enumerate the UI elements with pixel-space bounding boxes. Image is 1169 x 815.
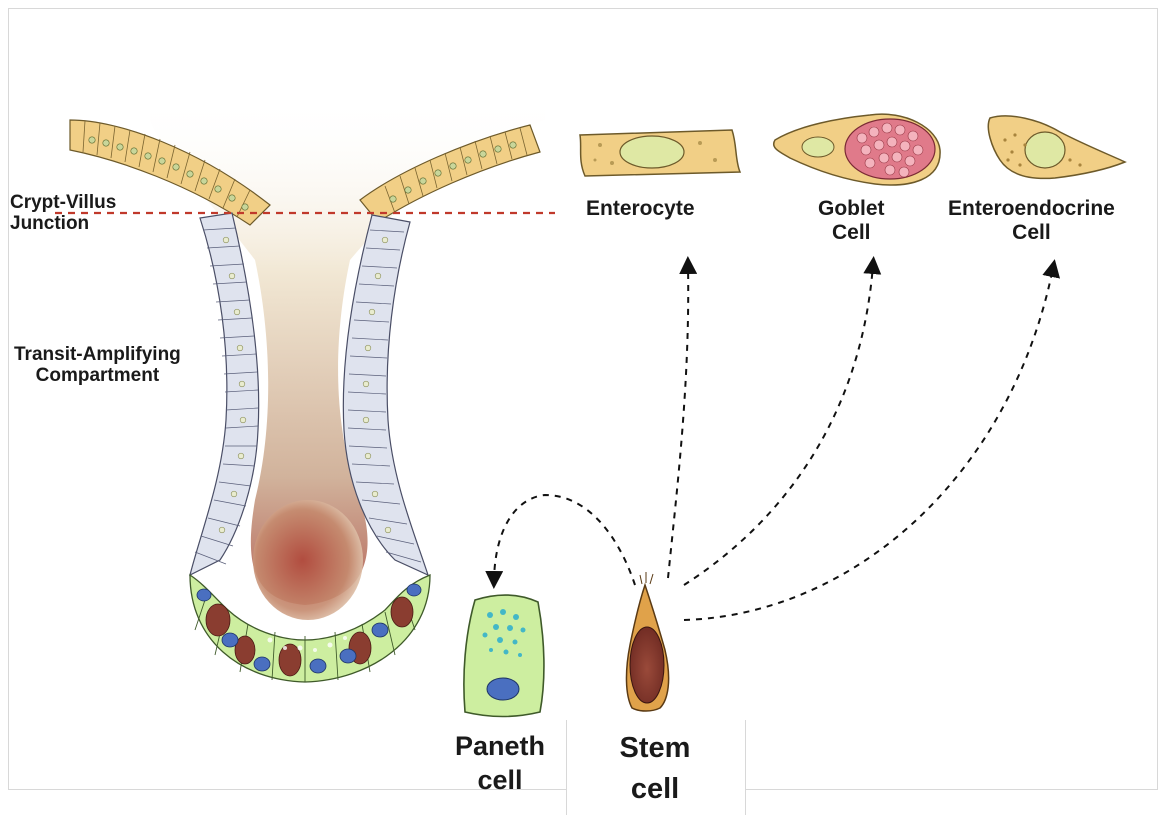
crypt-villus-junction-label: Crypt-Villus Junction	[10, 192, 116, 235]
arrow-to-enterocyte	[668, 265, 688, 578]
label-line: Transit-Amplifying	[14, 344, 181, 365]
goblet-label: Goblet Cell	[818, 197, 885, 244]
stem-label: Stem cell	[600, 728, 710, 809]
label-line: cell	[445, 764, 555, 798]
label-line: Stem	[600, 728, 710, 769]
stem-cell	[626, 572, 668, 711]
arrow-to-enteroendocrine	[684, 268, 1053, 620]
label-line: Paneth	[445, 730, 555, 764]
crypt-base-lumen	[253, 500, 363, 620]
label-line: cell	[600, 769, 710, 810]
transit-amplifying-label: Transit-Amplifying Compartment	[14, 344, 181, 387]
label-line: Enteroendocrine	[948, 197, 1115, 221]
label-line: Cell	[948, 221, 1115, 245]
label-line: Cell	[818, 221, 885, 245]
label-line: Junction	[10, 213, 116, 234]
crypt-wall-left	[190, 213, 259, 575]
paneth-cell	[464, 595, 544, 717]
goblet-cell	[774, 114, 940, 185]
label-line: Compartment	[14, 365, 181, 386]
paneth-label: Paneth cell	[445, 730, 555, 798]
enterocyte-label: Enterocyte	[586, 197, 695, 221]
enteroendocrine-cell	[988, 116, 1125, 178]
label-line: Goblet	[818, 197, 885, 221]
arrow-to-goblet	[684, 265, 873, 585]
arrow-to-paneth	[494, 495, 635, 585]
enterocyte-cell	[580, 130, 740, 176]
label-line: Crypt-Villus	[10, 192, 116, 213]
label-line: Enterocyte	[586, 197, 695, 221]
enteroendocrine-label: Enteroendocrine Cell	[948, 197, 1115, 244]
differentiation-arrows	[494, 265, 1053, 620]
